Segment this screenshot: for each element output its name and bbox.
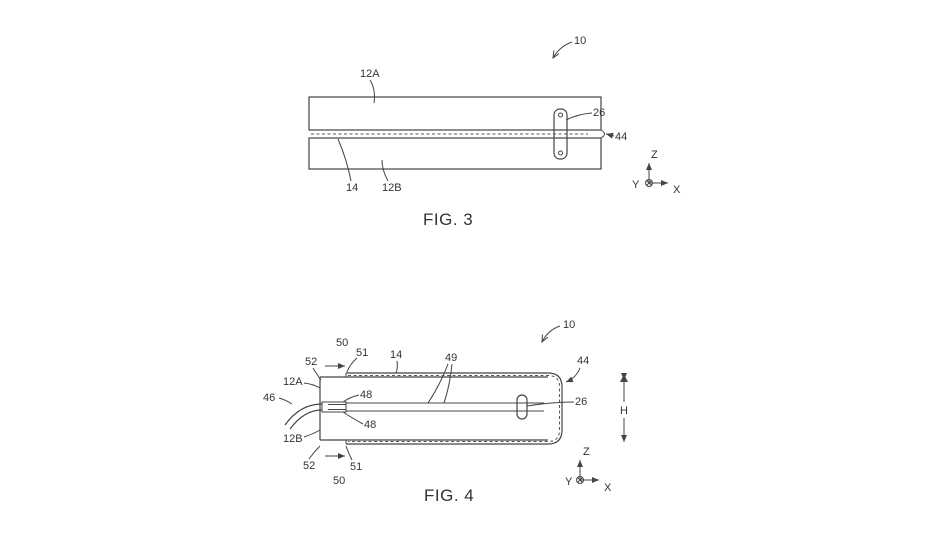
fig3-clip bbox=[553, 108, 568, 160]
fig4-axis-indicator: Z Y X bbox=[565, 446, 612, 494]
fig3-label-cover: 44 bbox=[615, 131, 627, 143]
fig4-label-top-face: 52 bbox=[305, 356, 317, 368]
fig4-label-height: H bbox=[620, 405, 628, 417]
fig4-label-connector-bottom: 48 bbox=[364, 419, 376, 431]
fig4-cover-outer bbox=[346, 372, 563, 445]
fig4-label-bottom-edge: 51 bbox=[350, 461, 362, 473]
fig3-label-device: 10 bbox=[574, 35, 586, 47]
fig3-clip-hole-top bbox=[558, 112, 563, 118]
fig3-axis-x: X bbox=[673, 184, 681, 196]
fig4-cable bbox=[284, 403, 323, 426]
fig4-caption: FIG. 4 bbox=[424, 486, 474, 505]
fig4-label-bottom-panel: 12B bbox=[283, 433, 303, 445]
fig4-label-cable: 46 bbox=[263, 392, 275, 404]
fig3-axis-z: Z bbox=[651, 149, 658, 161]
fig4-axis-z: Z bbox=[583, 446, 590, 458]
fig4-label-top-arrow: 50 bbox=[336, 337, 348, 349]
fig3-label-hinge: 14 bbox=[346, 182, 358, 194]
fig3-label-clip: 26 bbox=[593, 107, 605, 119]
fig3-bottom-panel bbox=[308, 137, 602, 170]
fig4-label-cover: 44 bbox=[577, 355, 589, 367]
fig4-label-top-panel: 12A bbox=[283, 376, 303, 388]
fig4-diagram: 10 50 52 51 14 49 12A bbox=[263, 319, 628, 505]
fig4-cover-dashes bbox=[348, 375, 560, 442]
fig4-label-hinge: 14 bbox=[390, 349, 402, 361]
fig4-clip bbox=[516, 394, 528, 420]
fig3-label-top-panel: 12A bbox=[360, 68, 380, 80]
fig3-label-bottom-panel: 12B bbox=[382, 182, 402, 194]
fig4-label-clip: 26 bbox=[575, 396, 587, 408]
fig4-connector bbox=[321, 401, 347, 413]
fig3-cover-tip bbox=[590, 129, 605, 139]
fig3-leader-device bbox=[553, 41, 573, 58]
fig3-clip-hole-bottom bbox=[558, 150, 563, 156]
fig4-label-connector-top: 48 bbox=[360, 389, 372, 401]
fig3-top-panel bbox=[308, 96, 602, 131]
fig4-label-bottom-arrow: 50 bbox=[333, 475, 345, 487]
fig3-axis-y: Y bbox=[632, 179, 640, 191]
fig3-diagram: 10 12A 26 44 14 12B bbox=[308, 35, 681, 229]
fig4-label-fold: 49 bbox=[445, 352, 457, 364]
fig4-label-device: 10 bbox=[563, 319, 575, 331]
fig4-axis-y: Y bbox=[565, 476, 573, 488]
fig4-height-dimension: H bbox=[620, 373, 628, 442]
fig4-label-bottom-face: 52 bbox=[303, 460, 315, 472]
fig4-axis-x: X bbox=[604, 482, 612, 494]
fig3-caption: FIG. 3 bbox=[423, 210, 473, 229]
fig4-label-top-edge: 51 bbox=[356, 347, 368, 359]
fig3-axis-indicator: Z Y X bbox=[632, 149, 681, 196]
